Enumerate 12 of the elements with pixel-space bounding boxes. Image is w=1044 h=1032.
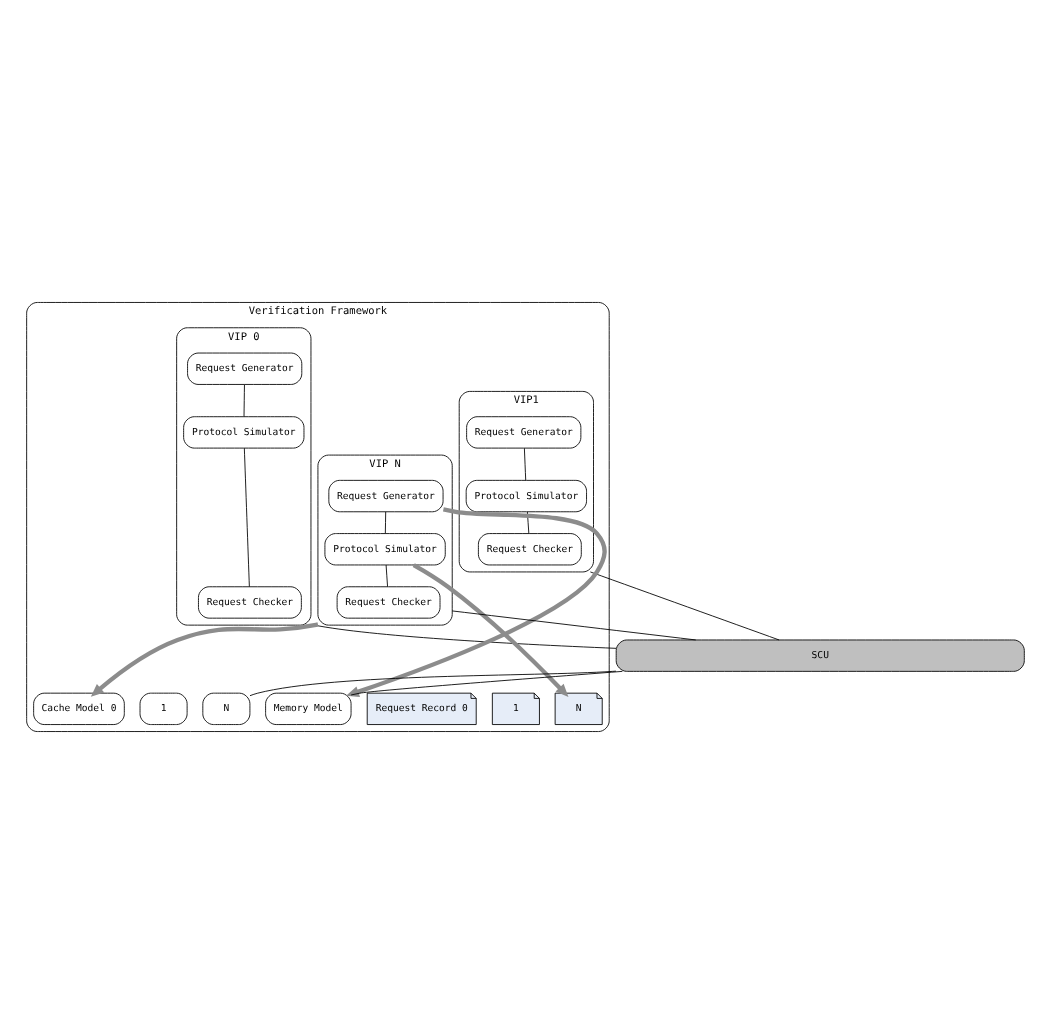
- connector: [451, 609, 697, 640]
- connector: [385, 563, 388, 586]
- connector: [243, 383, 245, 417]
- connector: [589, 570, 780, 640]
- connector: [384, 510, 387, 533]
- connector: [526, 510, 530, 533]
- connector: [350, 669, 623, 695]
- connector: [243, 446, 250, 587]
- arrow: [90, 621, 319, 696]
- connector: [249, 669, 617, 696]
- connector: [523, 446, 527, 480]
- arrow: [412, 562, 569, 696]
